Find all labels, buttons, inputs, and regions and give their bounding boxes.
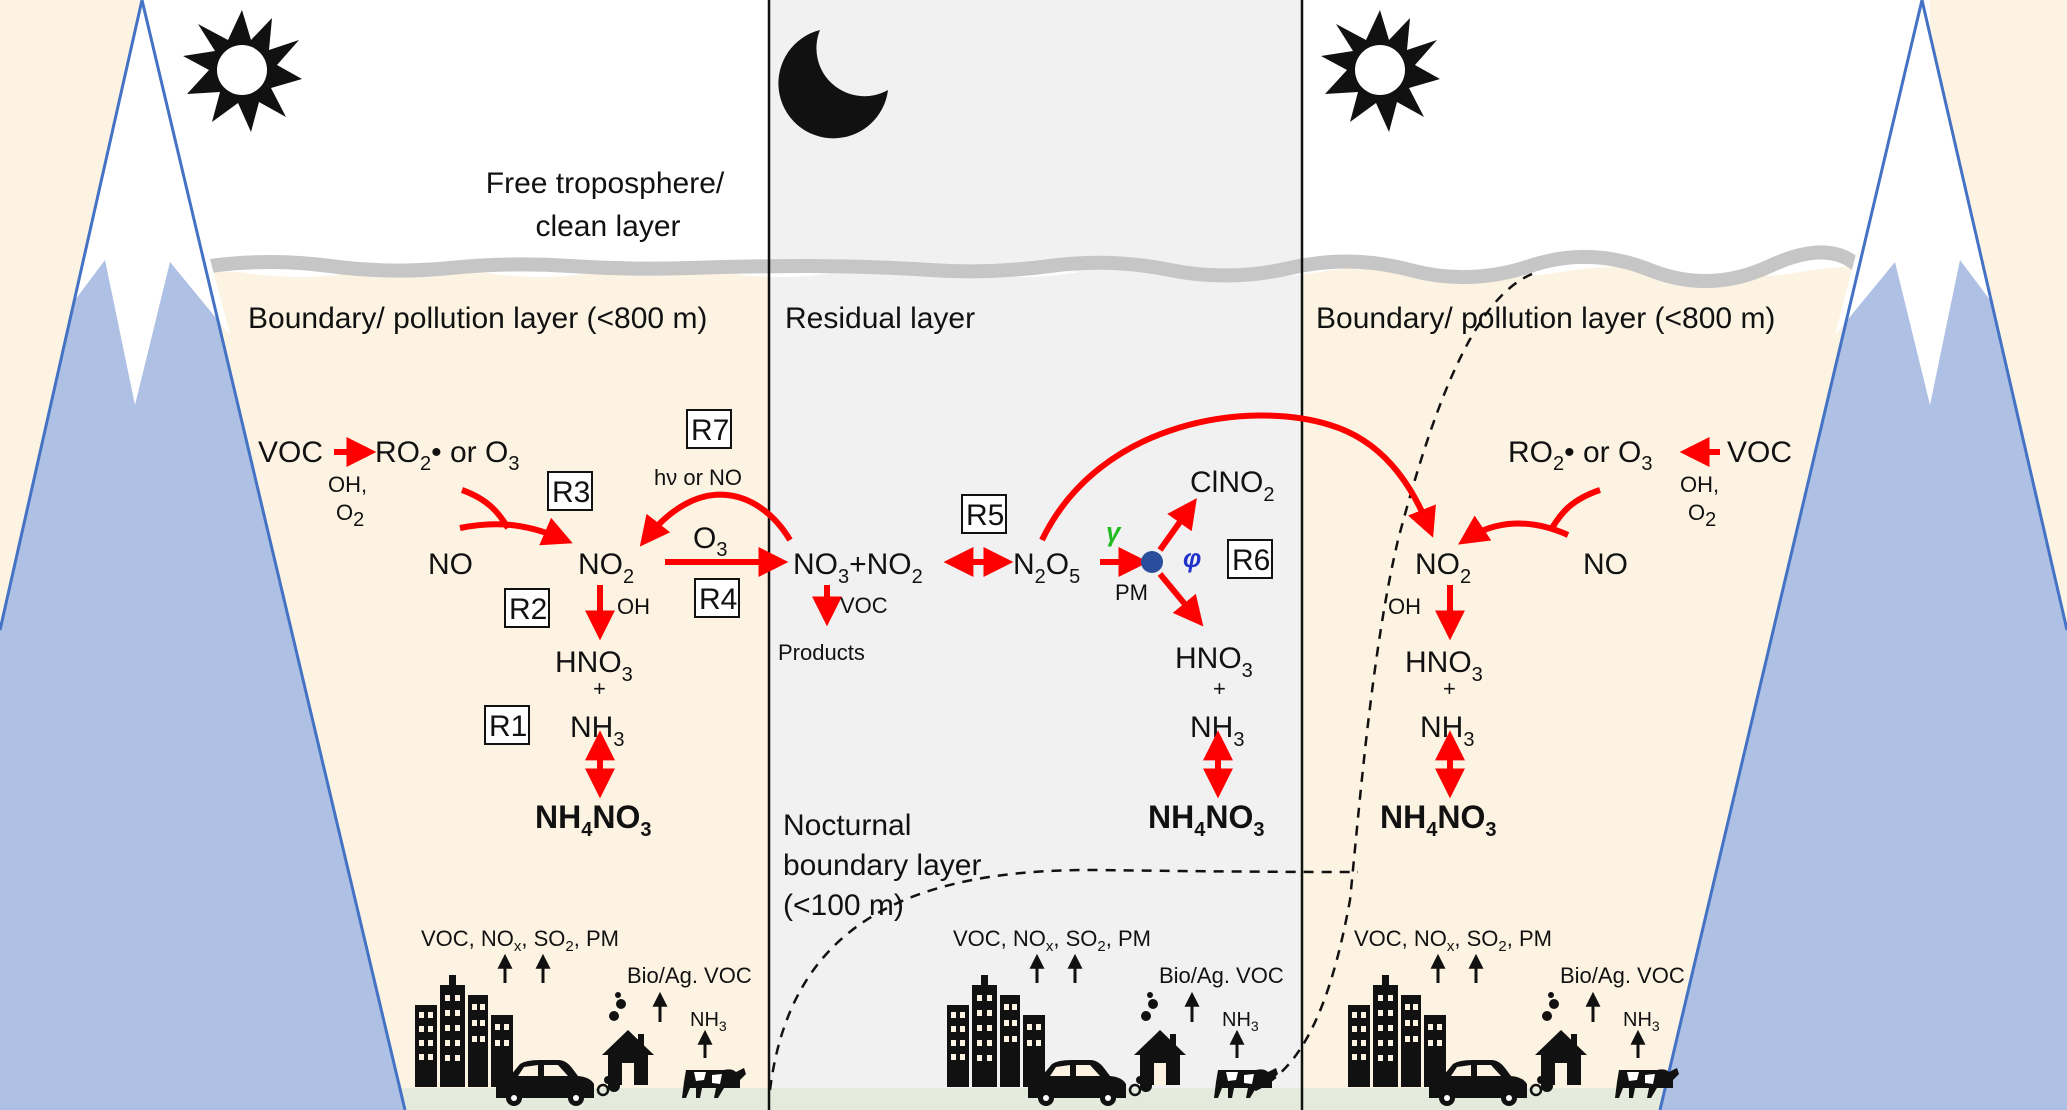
mid-products: Products	[778, 640, 865, 665]
house-icon	[602, 992, 654, 1085]
left-ro2: RO2• or O3	[375, 436, 519, 475]
mid-o3: O3	[693, 522, 727, 561]
svg-text:R3: R3	[552, 476, 590, 509]
mixing-boundary	[1254, 272, 1533, 1092]
right-oh: OH,	[1680, 472, 1719, 497]
clno2-transport-arc	[1039, 412, 1436, 542]
free-troposphere-label-2: clean layer	[535, 210, 680, 243]
no3-photolysis-arrow	[639, 491, 793, 547]
right-no: NO	[1583, 548, 1628, 581]
reaction-box-r7: R7	[686, 409, 732, 449]
phi-symbol: φ	[1183, 543, 1201, 573]
city-icon	[415, 975, 513, 1087]
left-hno3: HNO3	[555, 646, 633, 686]
reaction-box-r2: R2	[504, 588, 550, 628]
svg-text:R2: R2	[509, 593, 547, 626]
sun-icon	[1321, 10, 1440, 132]
mid-nh4no3: NH4NO3	[1148, 799, 1264, 841]
left-boundary-layer-label: Boundary/ pollution layer (<800 m)	[248, 302, 707, 335]
svg-text:R1: R1	[489, 710, 527, 743]
right-hno3: HNO3	[1405, 646, 1483, 686]
right-no-to-no2-curve	[1458, 515, 1570, 545]
inversion-wave	[203, 245, 1867, 288]
mid-no3: NO3+NO2	[793, 548, 923, 588]
gamma-symbol: γ	[1106, 517, 1122, 547]
car-icon	[496, 1060, 620, 1106]
right-ro2: RO2• or O3	[1508, 436, 1652, 475]
left-no: NO	[428, 548, 473, 581]
nocturnal-label-2: boundary layer	[783, 849, 981, 882]
reaction-box-r3: R3	[547, 471, 593, 511]
mid-plus: +	[1213, 676, 1226, 701]
right-nh4no3: NH4NO3	[1380, 799, 1496, 841]
reaction-box-r1: R1	[484, 705, 530, 745]
left-oh: OH,	[328, 472, 367, 497]
right-no2: NO2	[1415, 548, 1471, 588]
right-boundary-layer-label: Boundary/ pollution layer (<800 m)	[1316, 302, 1775, 335]
reaction-box-r6: R6	[1227, 539, 1273, 579]
primary-emissions-label: VOC, NOx, SO2, PM	[421, 926, 619, 955]
pm-to-clno2-arrow	[1157, 498, 1197, 552]
reaction-box-r4: R4	[694, 578, 740, 618]
right-voc: VOC	[1727, 436, 1792, 469]
mountain-icon	[1658, 0, 2067, 1110]
svg-text:R6: R6	[1232, 544, 1270, 577]
mid-voc: VOC	[840, 593, 888, 618]
right-o2: O2	[1688, 500, 1716, 531]
left-voc: VOC	[258, 436, 323, 469]
left-no2: NO2	[578, 548, 634, 588]
nocturnal-label-3: (<100 m)	[783, 889, 904, 922]
mountain-icon	[0, 0, 407, 1110]
no-to-no2-curve	[459, 517, 573, 546]
left-o2: O2	[336, 500, 364, 531]
bio-ag-voc-label: Bio/Ag. VOC	[627, 963, 752, 988]
emission-group: VOC, NOx, SO2, PM Bio/Ag. VOC NH3	[415, 926, 752, 1106]
moon-icon	[778, 30, 888, 139]
left-plus: +	[593, 676, 606, 701]
nocturnal-layer-boundary	[768, 868, 1359, 1091]
mid-n2o5: N2O5	[1013, 548, 1080, 588]
right-plus: +	[1443, 676, 1456, 701]
nocturnal-label-1: Nocturnal	[783, 809, 911, 842]
pm-to-hno3-arrow	[1157, 572, 1204, 627]
residual-layer-label: Residual layer	[785, 302, 975, 335]
left-nh4no3: NH4NO3	[535, 799, 651, 841]
svg-text:R7: R7	[691, 414, 729, 447]
nh3-emission-label: NH3	[690, 1009, 727, 1034]
free-troposphere-night	[770, 0, 1302, 276]
svg-text:R5: R5	[966, 499, 1004, 532]
particle-icon	[1141, 551, 1163, 573]
mid-pm: PM	[1115, 580, 1148, 605]
left-oh-2: OH	[617, 594, 650, 619]
sun-icon	[183, 10, 302, 132]
cow-icon	[682, 1068, 746, 1098]
mid-hno3: HNO3	[1175, 642, 1253, 682]
free-troposphere-label-1: Free troposphere/	[486, 167, 725, 200]
mid-clno2: ClNO2	[1190, 466, 1274, 506]
svg-text:R4: R4	[699, 583, 737, 616]
right-ro2-merge-curve	[1549, 487, 1601, 530]
hv-or-no: hν or NO	[654, 465, 742, 490]
reaction-box-r5: R5	[961, 494, 1007, 534]
right-oh-2: OH	[1388, 594, 1421, 619]
